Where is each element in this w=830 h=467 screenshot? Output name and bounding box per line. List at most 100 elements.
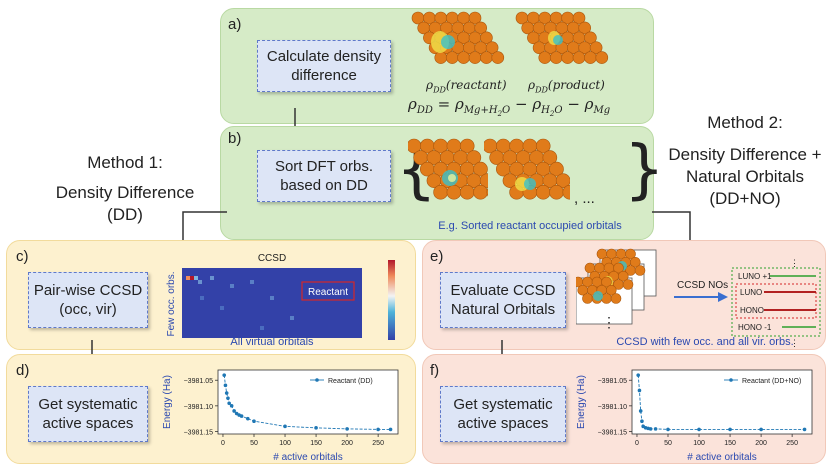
caption-sorted-orbitals: E.g. Sorted reactant occupied orbitals [438, 220, 622, 232]
mg-atom [485, 41, 499, 55]
heatmap-title: CCSD [258, 253, 286, 264]
mg-atom [535, 184, 551, 200]
step-calculate-density-difference: Calculate density difference [257, 40, 391, 92]
heatmap-cell [270, 296, 274, 300]
step-systematic-active-spaces-dd: Get systematic active spaces [28, 386, 148, 442]
heatmap-cell [194, 276, 198, 280]
y-tick-label: −3981.05 [598, 378, 627, 385]
level-luno-plus1: LUNO +1 [738, 272, 772, 281]
method-2-name-2: Natural Orbitals [685, 167, 805, 186]
mg-atom [433, 184, 448, 200]
mg-atom [480, 31, 493, 45]
mg-atom [634, 265, 646, 276]
data-point [640, 419, 644, 423]
heatmap-cell [250, 280, 254, 284]
data-point [245, 416, 250, 421]
sorted-orbital-2-image [484, 138, 570, 200]
data-point [227, 401, 231, 406]
caption-ccsd-few-occ: CCSD with few occ. and all vir. orbs. [616, 336, 794, 348]
level-hono: HONO [740, 306, 764, 315]
data-point [697, 427, 701, 432]
mg-atom [613, 262, 624, 274]
slab-reactant-image [411, 11, 505, 64]
mg-atom [549, 184, 564, 200]
data-point [222, 373, 227, 377]
x-tick-label: 100 [279, 440, 291, 447]
mg-atom [617, 270, 629, 282]
method-2-title: Method 2: [707, 113, 783, 132]
data-point [636, 373, 641, 377]
mg-atom [538, 51, 552, 64]
mg-atom [555, 173, 570, 188]
panel-f-tag: f) [430, 362, 440, 379]
legend-marker [315, 378, 319, 382]
data-point [653, 427, 658, 431]
mg-atom [561, 51, 574, 64]
step-pairwise-ccsd: Pair-wise CCSD (occ, vir) [28, 272, 148, 328]
mg-atom [595, 51, 609, 64]
panel-a-tag: a) [228, 16, 242, 33]
mg-atom [610, 293, 622, 304]
mg-atom [572, 11, 586, 25]
data-point [224, 391, 229, 395]
data-point [638, 409, 643, 413]
legend-marker [729, 378, 733, 382]
mg-atom [589, 41, 603, 55]
heatmap-reactant-badge [301, 281, 355, 301]
y-axis-label: Energy (Ha) [576, 375, 587, 429]
data-point [802, 427, 807, 432]
heatmap-cell [198, 280, 202, 284]
method-2-name-1: Density Difference + [668, 145, 822, 164]
data-point [728, 427, 732, 432]
slab-product-image [515, 11, 609, 64]
x-tick-label: 0 [635, 440, 639, 447]
mg-atom [479, 173, 488, 188]
density-lobe [593, 291, 603, 301]
x-tick-label: 250 [372, 440, 384, 447]
mg-atom [445, 51, 459, 64]
method-2-label: Method 2: Density Difference + Natural O… [660, 112, 830, 210]
mg-atom [549, 51, 563, 64]
heatmap-cell [220, 306, 224, 310]
level-luno: LUNO [740, 288, 762, 297]
mg-atom [468, 51, 482, 64]
density-lobe [553, 35, 563, 45]
y-tick-label: −3981.10 [184, 404, 213, 411]
series-line [223, 375, 391, 430]
mg-atom [457, 51, 470, 64]
method-1-label: Method 1: Density Difference (DD) [40, 152, 210, 226]
mg-atom [572, 51, 586, 64]
density-lobe [524, 178, 536, 190]
plot-area [217, 369, 399, 435]
x-tick-label: 50 [250, 440, 258, 447]
mg-atom [535, 138, 551, 154]
heatmap-badge-text: Reactant [308, 287, 348, 298]
x-tick-label: 150 [724, 440, 736, 447]
plot-area [631, 369, 813, 435]
mg-atom [480, 51, 493, 64]
panel-c-tag: c) [16, 248, 29, 265]
label-rho-product: ρDD(product) [528, 78, 605, 95]
density-difference-equation: ρDD = ρMg+H2O − ρH2O − ρMg [408, 95, 611, 118]
data-point [314, 426, 318, 430]
mg-atom [562, 184, 570, 200]
mg-atom [584, 51, 597, 64]
heatmap-ylabel: Few occ. orbs. [166, 271, 177, 336]
mg-atom [466, 150, 482, 165]
heatmap-area [182, 268, 362, 338]
x-tick-label: 100 [693, 440, 705, 447]
step-evaluate-ccsd-no: Evaluate CCSD Natural Orbitals [440, 272, 566, 328]
method-1-title: Method 1: [87, 153, 163, 172]
data-point [252, 419, 256, 423]
data-point [232, 409, 236, 413]
mg-atom [629, 256, 641, 268]
y-tick-label: −3981.10 [598, 404, 627, 411]
caption-all-virtual: All virtual orbitals [230, 336, 314, 348]
mg-atom [468, 11, 482, 25]
levels-highlight [735, 283, 817, 319]
panel-d-tag: d) [16, 362, 30, 379]
natural-orbital-levels: LUNO +1 LUNO HONO HONO -1 ⋮ ⋮ [731, 258, 821, 348]
ccsd-heatmap: CCSD Few occ. orbs. Reactant [166, 253, 395, 340]
mg-atom [622, 279, 634, 290]
